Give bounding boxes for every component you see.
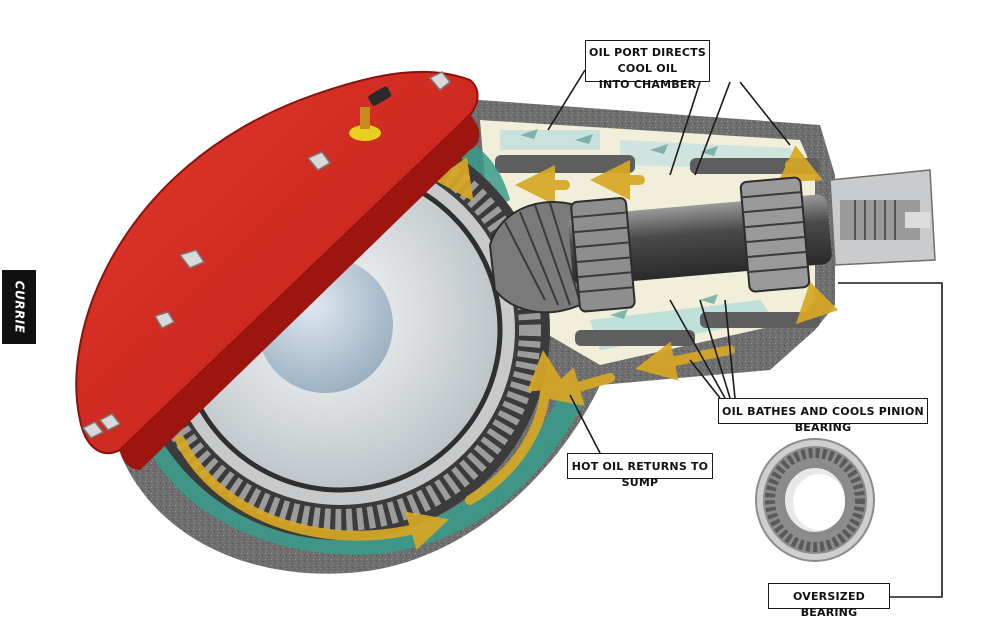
currie-logo-text: CURRIE [12,280,27,334]
currie-logo: CURRIE [2,270,36,344]
callout-oversized-bearing: OVERSIZED BEARING [768,583,890,619]
callout-oil-port-line2: INTO CHAMBER [598,77,697,91]
red-diff-cover [75,70,480,470]
callout-hot-oil: HOT OIL RETURNS TO SUMP [567,453,713,489]
sump-oil [140,395,585,555]
callout-oil-port: OIL PORT DIRECTS COOL OIL INTO CHAMBER [585,40,710,91]
outer-pinion-bearing [739,176,811,293]
callout-oil-bathes: OIL BATHES AND COOLS PINION BEARING [718,398,928,434]
inner-pinion-bearing [570,197,636,313]
callout-oil-port-line1: OIL PORT DIRECTS COOL OIL [589,46,706,75]
leader-lines [547,69,943,598]
oversized-bearing-photo [755,438,875,562]
pinion-yoke [829,169,936,266]
fill-plug [349,86,392,141]
